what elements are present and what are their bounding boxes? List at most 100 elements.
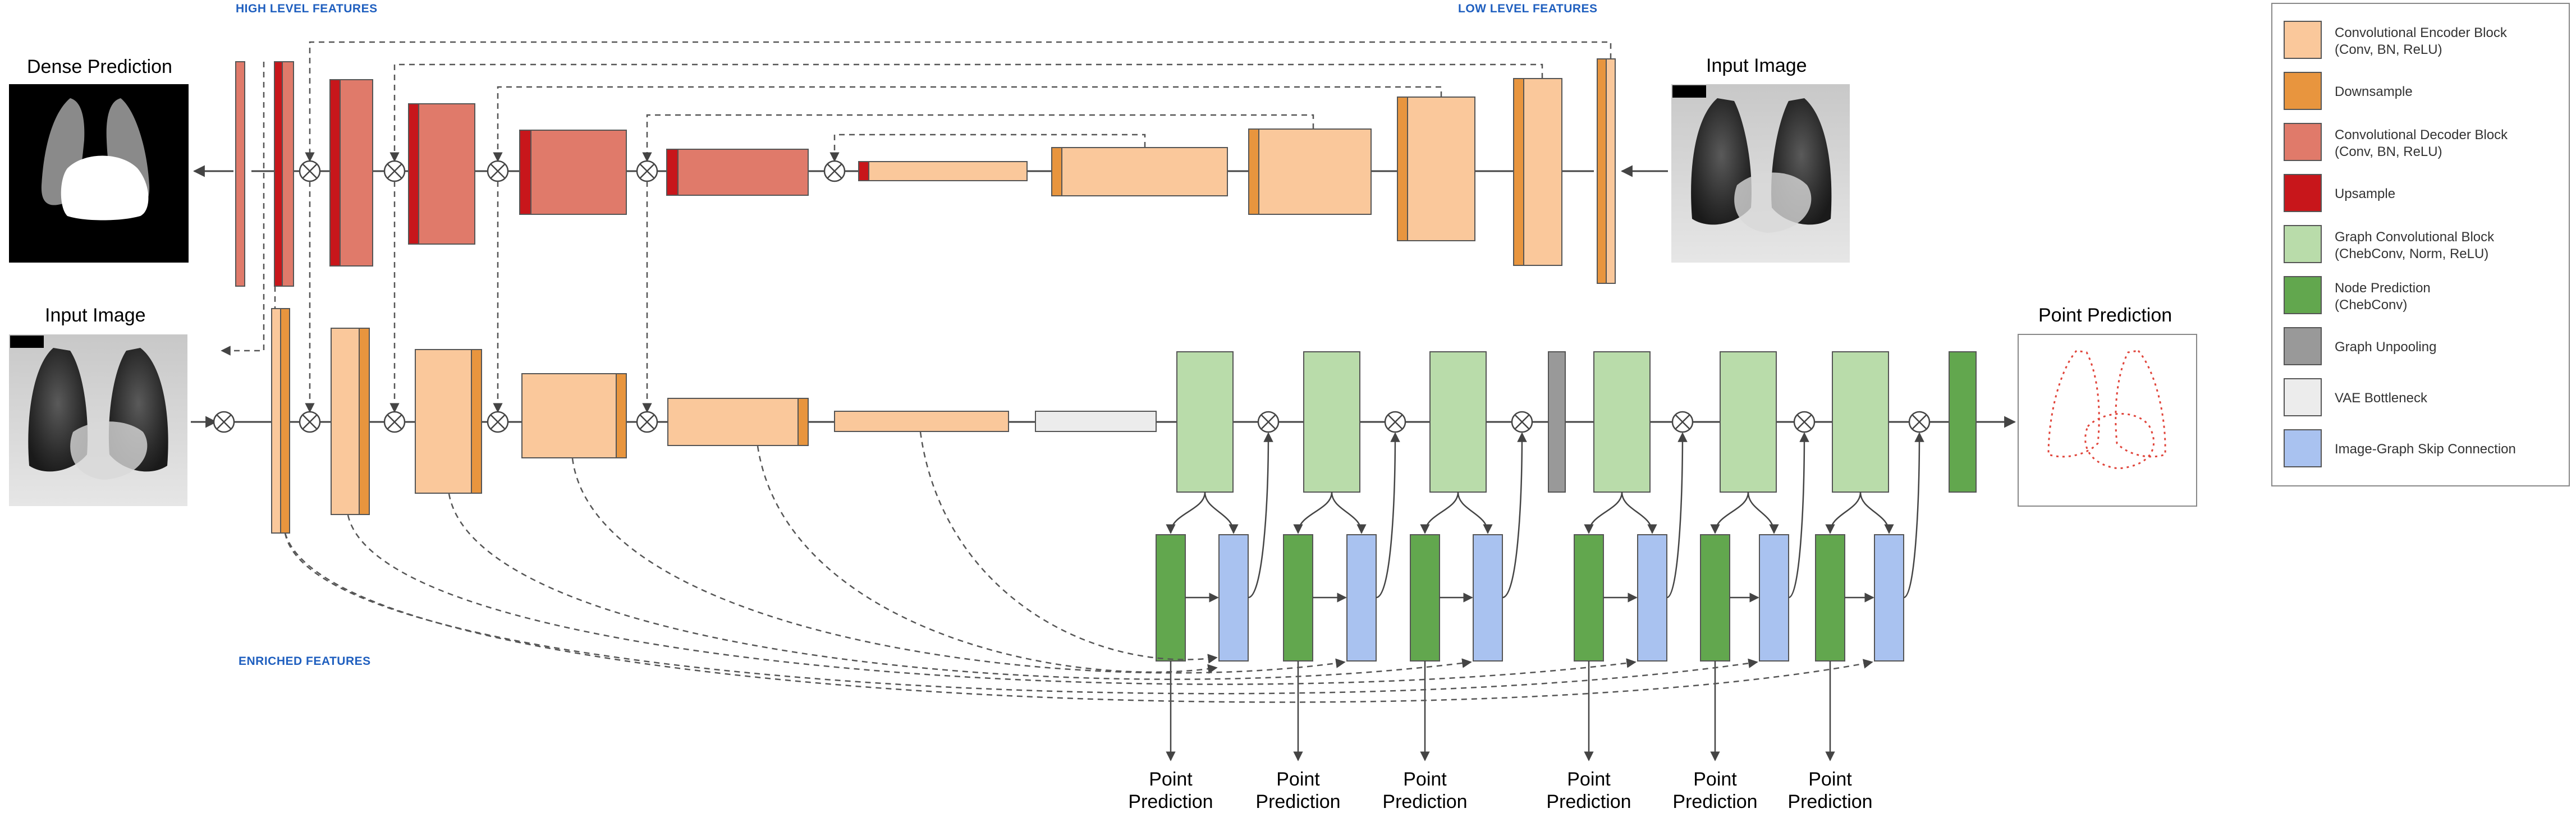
- encoder-block: [415, 349, 472, 494]
- legend-label: Node Prediction: [2335, 281, 2431, 296]
- graph-conv-block: [1429, 351, 1487, 493]
- legend-sublabel: (ChebConv): [2335, 297, 2407, 313]
- node-prediction-block: [1283, 534, 1313, 662]
- encoder-block: [868, 161, 1028, 181]
- high-level-label: HIGH LEVEL FEATURES: [236, 2, 378, 15]
- circle-times-icon: [636, 160, 658, 182]
- node-prediction-block: [1574, 534, 1604, 662]
- legend-label: Upsample: [2335, 186, 2395, 201]
- legend-swatch: [2284, 21, 2322, 59]
- bottom-pipeline: [271, 308, 1977, 534]
- circle-times-icon: [1908, 411, 1931, 433]
- legend-item: Upsample: [2284, 174, 2395, 212]
- branch-arrows: [1166, 432, 1924, 761]
- pp-label-4: Point: [1567, 769, 1611, 790]
- pp-label-5: Point: [1693, 769, 1737, 790]
- node-prediction-block: [1815, 534, 1845, 662]
- input-image-left: [9, 334, 187, 506]
- input-image-top-title: Input Image: [1706, 55, 1807, 76]
- legend-sublabel: (Conv, BN, ReLU): [2335, 42, 2442, 57]
- bottom-merge-nodes: [213, 411, 1931, 433]
- downsample-block: [359, 328, 370, 515]
- circle-times-icon: [1511, 411, 1533, 433]
- legend-item: Graph Convolutional Block(ChebConv, Norm…: [2284, 225, 2495, 263]
- downsample-block: [1051, 147, 1062, 196]
- enriched-skip-connections: [284, 431, 1873, 703]
- image-graph-skip-block: [1874, 534, 1904, 662]
- downsample-block: [616, 373, 627, 458]
- low-level-label: LOW LEVEL FEATURES: [1458, 2, 1598, 15]
- circle-times-icon: [1671, 411, 1694, 433]
- legend-item: Convolutional Decoder Block(Conv, BN, Re…: [2284, 123, 2508, 161]
- legend-item: VAE Bottleneck: [2284, 378, 2428, 416]
- pp-label-3: Point: [1403, 769, 1447, 790]
- legend-swatch: [2284, 225, 2322, 263]
- legend-item: Graph Unpooling: [2284, 327, 2436, 365]
- encoder-block: [1061, 147, 1228, 196]
- legend-label: Convolutional Encoder Block: [2335, 25, 2508, 40]
- dense-prediction-title: Dense Prediction: [27, 56, 172, 77]
- decoder-block: [418, 103, 475, 245]
- circle-times-icon: [487, 411, 509, 433]
- top-skip-connections: [221, 41, 1612, 413]
- graph-conv-block: [1303, 351, 1360, 493]
- input-image-top: [1671, 84, 1850, 263]
- encoder-block: [521, 373, 617, 458]
- legend-swatch: [2284, 276, 2322, 314]
- downsample-block: [471, 349, 482, 494]
- encoder-block: [667, 398, 799, 446]
- circle-times-icon: [299, 160, 321, 182]
- pp-label-4b: Prediction: [1546, 791, 1631, 812]
- graph-conv-block: [1720, 351, 1777, 493]
- circle-times-icon: [299, 411, 321, 433]
- legend-swatch: [2284, 429, 2322, 467]
- image-graph-skip-block: [1473, 534, 1503, 662]
- legend-item: Image-Graph Skip Connection: [2284, 429, 2516, 467]
- downsample-block: [797, 398, 809, 446]
- encoder-block: [1258, 128, 1372, 215]
- pp-label-2: Point: [1276, 769, 1320, 790]
- legend-label: Graph Unpooling: [2335, 339, 2436, 355]
- downsample-block: [1513, 78, 1524, 266]
- legend-label: Convolutional Decoder Block: [2335, 127, 2508, 143]
- downsample-block: [1397, 97, 1408, 241]
- encoder-block: [271, 308, 281, 534]
- legend-swatch: [2284, 123, 2322, 161]
- legend-swatch: [2284, 174, 2322, 212]
- circle-times-icon: [823, 160, 846, 182]
- legend-sublabel: (ChebConv, Norm, ReLU): [2335, 246, 2488, 261]
- pp-label-2b: Prediction: [1255, 791, 1340, 812]
- circle-times-icon: [487, 160, 509, 182]
- encoder-block: [331, 328, 360, 515]
- downsample-block: [1597, 58, 1607, 284]
- upsample-block: [408, 103, 419, 245]
- decoder-block: [282, 61, 294, 287]
- circle-times-icon: [1384, 411, 1406, 433]
- circle-times-icon: [636, 411, 658, 433]
- decoder-block: [340, 79, 373, 267]
- image-graph-skip-block: [1759, 534, 1789, 662]
- pp-label-3b: Prediction: [1382, 791, 1467, 812]
- legend: Convolutional Encoder Block (Conv, BN, Re…: [2271, 3, 2570, 486]
- decoder-block: [677, 149, 809, 196]
- pp-label-6: Point: [1808, 769, 1852, 790]
- image-graph-skip-block: [1637, 534, 1667, 662]
- circle-times-icon: [383, 160, 406, 182]
- legend-label: VAE Bottleneck: [2335, 391, 2428, 406]
- upsample-block: [666, 149, 679, 196]
- point-prediction-labels: Point Prediction Point Prediction Point …: [1128, 769, 1872, 812]
- circle-times-icon: [1793, 411, 1816, 433]
- graph-conv-block: [1593, 351, 1651, 493]
- circle-times-icon: [213, 411, 235, 433]
- encoder-block: [1407, 97, 1475, 241]
- point-prediction-image: [2018, 334, 2197, 507]
- legend-swatch: [2284, 72, 2322, 110]
- pp-label-1: Point: [1149, 769, 1193, 790]
- legend-label: Graph Convolutional Block: [2335, 229, 2495, 245]
- legend-item: Convolutional Encoder Block (Conv, BN, Re…: [2284, 21, 2508, 59]
- vae-bottleneck: [1035, 411, 1157, 432]
- legend-item: Node Prediction(ChebConv): [2284, 276, 2431, 314]
- downsample-block: [280, 308, 290, 534]
- enriched-label: ENRICHED FEATURES: [239, 655, 371, 668]
